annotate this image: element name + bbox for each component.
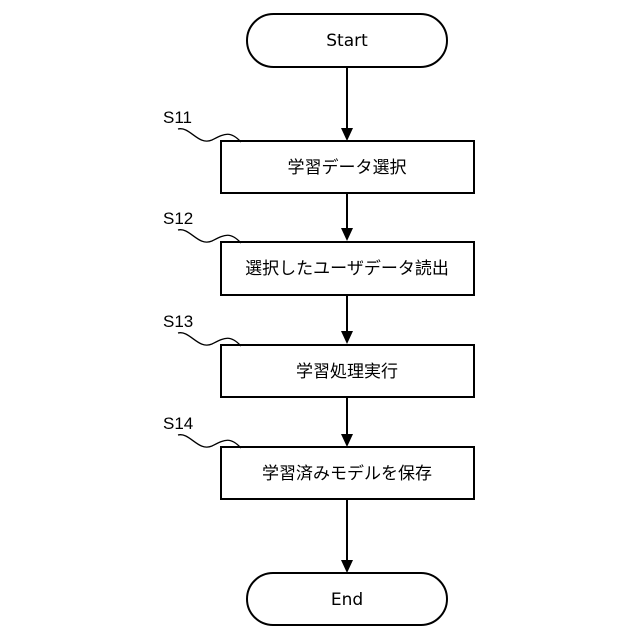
arrowhead-s14 xyxy=(341,434,353,447)
process-step-s13: 学習処理実行 xyxy=(221,345,474,397)
step-id-s14: S14 xyxy=(163,414,193,433)
process-step-s14: 学習済みモデルを保存 xyxy=(221,447,474,499)
step-reference-s13: S13 xyxy=(163,312,241,346)
arrowhead-end xyxy=(341,560,353,573)
start-label: Start xyxy=(326,31,368,51)
step-s14-text: 学習済みモデルを保存 xyxy=(262,463,432,484)
step-reference-s11: S11 xyxy=(163,108,241,142)
step-id-s12: S12 xyxy=(163,209,193,228)
arrowhead-s13 xyxy=(341,331,353,344)
end-label: End xyxy=(331,590,363,610)
step-id-s13: S13 xyxy=(163,312,193,331)
arrowhead-s11 xyxy=(341,128,353,141)
end-terminal: End xyxy=(247,573,447,625)
step-id-s11: S11 xyxy=(163,108,192,127)
step-s13-text: 学習処理実行 xyxy=(296,362,398,382)
process-step-s12: 選択したユーザデータ読出 xyxy=(221,242,474,295)
step-s12-text: 選択したユーザデータ読出 xyxy=(245,258,449,279)
step-s11-text: 学習データ選択 xyxy=(288,157,407,178)
arrowhead-s12 xyxy=(341,228,353,241)
step-reference-s14: S14 xyxy=(163,414,241,448)
step-reference-s12: S12 xyxy=(163,209,241,243)
start-terminal: Start xyxy=(247,14,447,67)
process-step-s11: 学習データ選択 xyxy=(221,141,474,193)
